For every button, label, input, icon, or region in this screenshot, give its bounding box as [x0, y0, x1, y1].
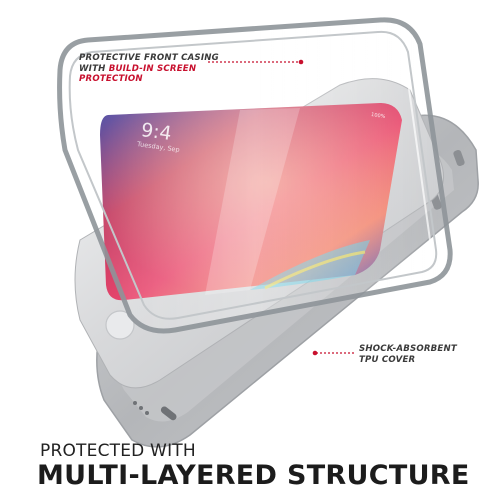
callout-front-casing: PROTECTIVE FRONT CASING WITH BUILD-IN SC… — [79, 53, 219, 85]
callout-front-line2-accent: BUILD-IN SCREEN — [108, 63, 197, 74]
callout-front-line1: PROTECTIVE FRONT CASING — [79, 53, 219, 63]
headline-line2: MULTI-LAYERED STRUCTURE — [37, 460, 470, 491]
callout-leader-front — [208, 59, 304, 65]
callout-front-line2: WITH BUILD-IN SCREEN — [79, 64, 219, 75]
clear-front-casing — [57, 17, 453, 334]
callout-front-line3: PROTECTION — [79, 74, 143, 84]
callout-leader-tpu — [312, 350, 355, 356]
headline-line1: PROTECTED WITH — [40, 441, 196, 461]
callout-tpu-line1: SHOCK-ABSORBENT — [359, 344, 457, 354]
callout-tpu-cover: SHOCK-ABSORBENT TPU COVER — [359, 344, 457, 365]
speaker-holes — [133, 401, 177, 421]
callout-front-line2-prefix: WITH — [79, 63, 109, 74]
callout-tpu-line2: TPU COVER — [359, 354, 416, 365]
